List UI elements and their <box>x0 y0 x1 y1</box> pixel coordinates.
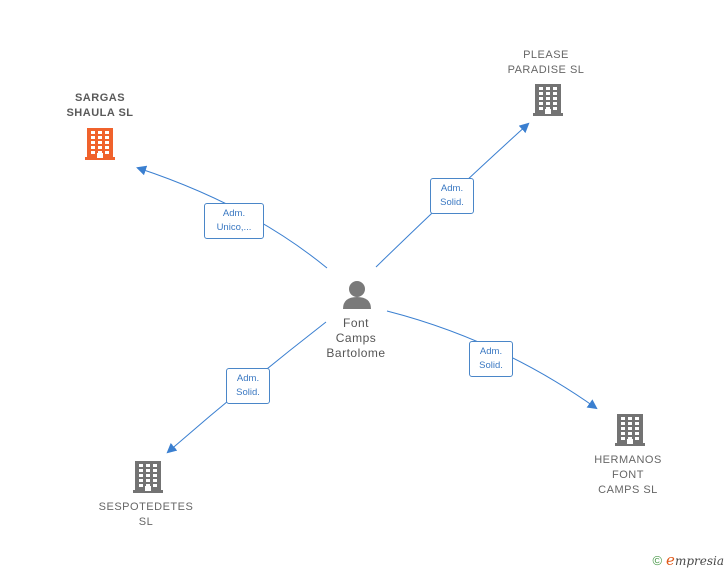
node-label-hermanos[interactable]: HERMANOS FONT CAMPS SL <box>594 454 662 496</box>
node-label-please[interactable]: PLEASE PARADISE SL <box>507 49 585 76</box>
person-icon <box>343 281 371 309</box>
edge-label-sespotedetes: Adm. Solid. <box>226 368 270 404</box>
building-icon <box>85 128 115 160</box>
building-icon <box>133 461 163 493</box>
edge-label-sargas: Adm. Unico,... <box>204 203 264 239</box>
copyright-icon: © <box>652 553 663 568</box>
node-label-sargas[interactable]: SARGAS SHAULA SL <box>66 92 134 119</box>
building-icon <box>533 84 563 116</box>
building-icon <box>615 414 645 446</box>
center-person-label[interactable]: Font Camps Bartolome <box>326 316 386 360</box>
empresia-watermark: ©empresia <box>652 551 724 569</box>
node-label-sespotedetes[interactable]: SESPOTEDETES SL <box>98 501 194 528</box>
edge-label-hermanos: Adm. Solid. <box>469 341 513 377</box>
edge-label-please: Adm. Solid. <box>430 178 474 214</box>
